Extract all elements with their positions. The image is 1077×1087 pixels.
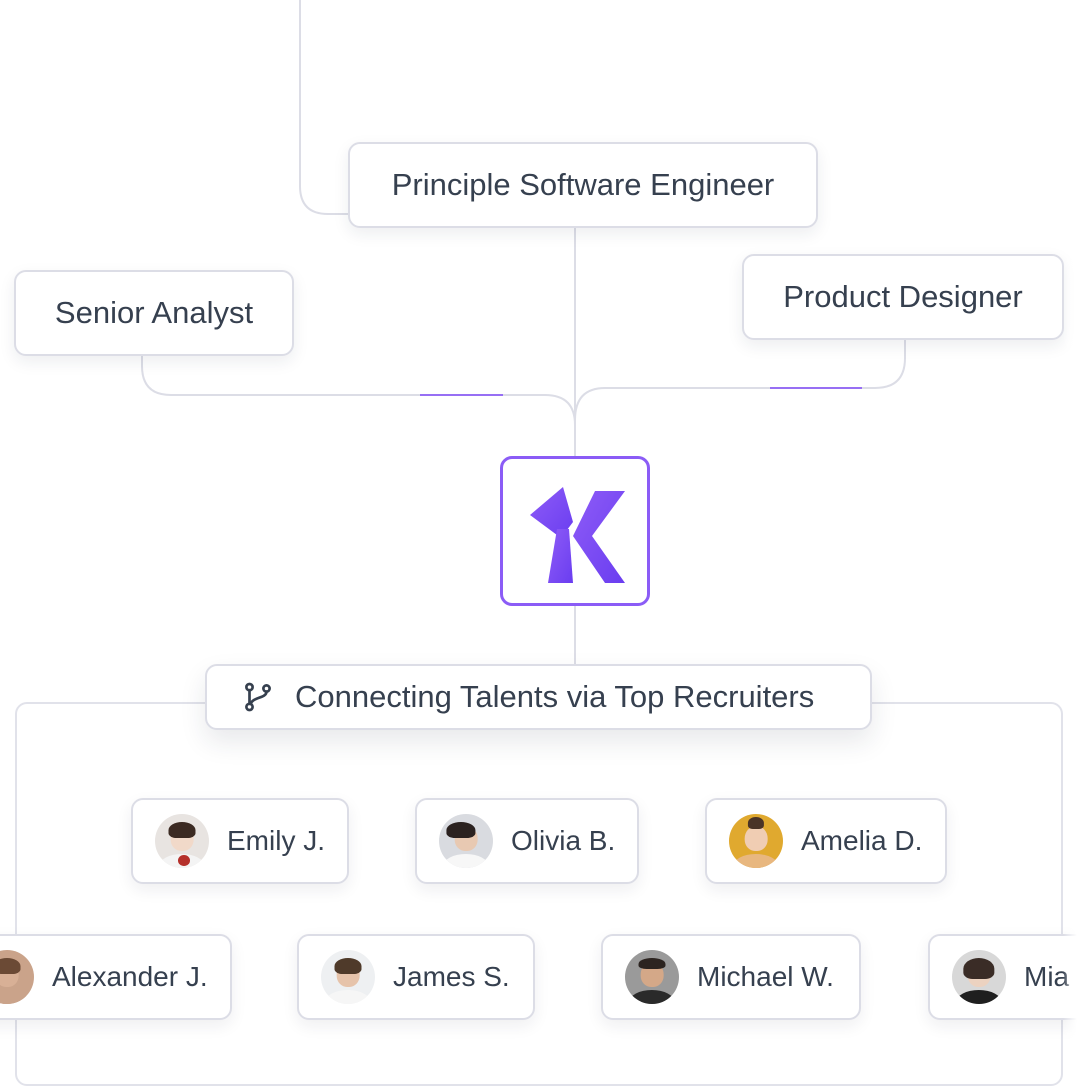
- avatar: [625, 950, 679, 1004]
- recruiter-chip[interactable]: Alexander J.: [0, 934, 232, 1020]
- role-label: Product Designer: [783, 279, 1023, 314]
- recruiter-name: Olivia B.: [511, 825, 616, 856]
- company-logo-tile: [500, 456, 650, 606]
- edge-fade: [1063, 0, 1077, 1087]
- recruiter-name: Emily J.: [227, 825, 325, 856]
- recruiter-name: Amelia D.: [801, 825, 923, 856]
- header-title: Connecting Talents via Top Recruiters: [295, 679, 815, 714]
- avatar: [952, 950, 1006, 1004]
- role-label: Senior Analyst: [54, 295, 254, 330]
- git-branch-icon: [241, 680, 275, 714]
- avatar: [729, 814, 783, 868]
- role-chip-product-designer[interactable]: Product Designer: [742, 254, 1064, 340]
- role-label: Principle Software Engineer: [391, 167, 775, 202]
- recruiter-name: James S.: [393, 961, 510, 992]
- role-chip-senior-analyst[interactable]: Senior Analyst: [14, 270, 294, 356]
- avatar: [155, 814, 209, 868]
- recruiters-header: Connecting Talents via Top Recruiters: [205, 664, 872, 730]
- company-k-logo-icon: [530, 487, 625, 583]
- recruiter-chip[interactable]: Michael W.: [601, 934, 861, 1020]
- recruiters-panel: [15, 702, 1063, 1086]
- recruiter-chip[interactable]: Amelia D.: [705, 798, 947, 884]
- recruiter-chip[interactable]: Olivia B.: [415, 798, 639, 884]
- avatar: [0, 950, 34, 1004]
- recruiter-chip[interactable]: Mia: [928, 934, 1077, 1020]
- avatar: [321, 950, 375, 1004]
- role-chip-principle-software-engineer[interactable]: Principle Software Engineer: [348, 142, 818, 228]
- recruiter-name: Mia: [1024, 961, 1070, 992]
- recruiter-name: Michael W.: [697, 961, 834, 992]
- recruiter-chip[interactable]: James S.: [297, 934, 535, 1020]
- avatar: [439, 814, 493, 868]
- recruiter-chip[interactable]: Emily J.: [131, 798, 349, 884]
- recruiter-name: Alexander J.: [52, 961, 208, 992]
